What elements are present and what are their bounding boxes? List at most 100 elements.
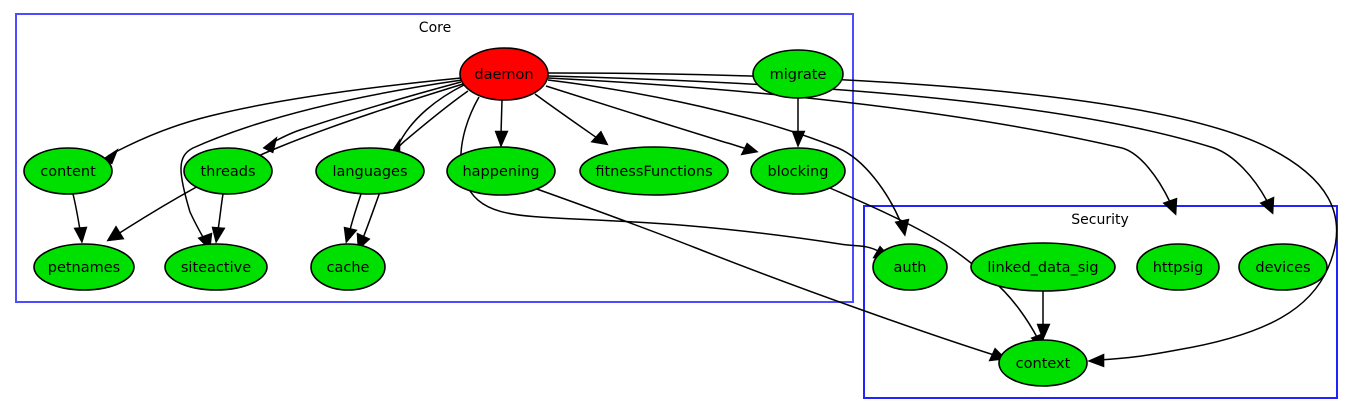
graph-node-devices[interactable]: devices — [1238, 243, 1328, 291]
node-label-cache: cache — [327, 260, 370, 276]
edge-arrowhead — [791, 130, 806, 148]
node-shape-happening[interactable] — [446, 146, 556, 196]
node-label-httpsig: httpsig — [1153, 260, 1204, 276]
edge-line — [547, 77, 1171, 203]
node-shape-blocking[interactable] — [750, 147, 846, 195]
graph-node-languages[interactable]: languages — [315, 147, 425, 195]
graph-node-context[interactable]: context — [998, 339, 1088, 387]
edge-arrowhead — [740, 142, 759, 156]
edge-arrowhead — [106, 225, 125, 242]
nodes-layer: daemon migrate content threads languages happ… — [23, 47, 1328, 387]
node-label-languages: languages — [332, 164, 407, 180]
edge-line — [267, 81, 462, 146]
cluster-box-core — [15, 13, 854, 303]
edge-line — [349, 193, 362, 231]
node-label-petnames: petnames — [48, 260, 121, 276]
edge-line — [117, 83, 464, 235]
edge-arrowhead — [1259, 196, 1275, 215]
edges-layer — [72, 72, 1338, 368]
edge-daemon-to-content — [102, 77, 462, 165]
edge-arrowhead — [211, 226, 226, 244]
node-shape-content[interactable] — [23, 147, 113, 195]
node-label-migrate: migrate — [770, 67, 827, 83]
graph-node-httpsig[interactable]: httpsig — [1136, 243, 1220, 291]
graph-node-threads[interactable]: threads — [183, 147, 273, 195]
node-label-content: content — [40, 164, 96, 180]
node-shape-migrate[interactable] — [752, 49, 844, 99]
graph-node-cache[interactable]: cache — [310, 243, 386, 291]
edge-linked_data_sig-to-context — [1036, 291, 1051, 341]
node-label-devices: devices — [1255, 260, 1310, 276]
graph-node-happening[interactable]: happening — [446, 146, 556, 196]
edge-daemon-to-languages — [389, 90, 469, 157]
node-shape-daemon[interactable] — [459, 47, 549, 101]
edge-line — [362, 84, 465, 239]
edge-daemon-to-devices — [547, 75, 1275, 215]
edge-daemon-to-context — [547, 72, 1338, 368]
edge-line — [533, 187, 995, 356]
node-shape-threads[interactable] — [183, 147, 273, 195]
edge-line — [534, 93, 598, 139]
cluster-label-core: Core — [419, 20, 451, 36]
node-shape-siteactive[interactable] — [164, 243, 268, 291]
node-shape-fitnessFunctions[interactable] — [579, 146, 729, 196]
node-shape-languages[interactable] — [315, 147, 425, 195]
node-shape-linked_data_sig[interactable] — [970, 242, 1116, 292]
node-label-daemon: daemon — [474, 67, 533, 83]
edge-line — [107, 77, 462, 157]
node-label-linked_data_sig: linked_data_sig — [987, 260, 1098, 276]
node-label-auth: auth — [894, 260, 927, 276]
edge-line — [547, 72, 1338, 361]
edge-line — [547, 79, 902, 224]
edge-arrowhead — [494, 130, 509, 148]
node-label-context: context — [1016, 356, 1071, 372]
edge-arrowhead — [590, 130, 609, 146]
node-label-happening: happening — [462, 164, 539, 180]
graph-node-siteactive[interactable]: siteactive — [164, 243, 268, 291]
graph-node-fitnessFunctions[interactable]: fitnessFunctions — [579, 146, 729, 196]
node-label-blocking: blocking — [768, 164, 829, 180]
edge-content-to-petnames — [72, 193, 88, 244]
edge-line — [217, 193, 224, 231]
edge-arrowhead — [73, 226, 88, 244]
edge-line — [394, 90, 469, 151]
node-shape-auth[interactable] — [872, 243, 948, 291]
node-label-siteactive: siteactive — [181, 260, 251, 276]
edge-line — [545, 85, 748, 150]
node-shape-cache[interactable] — [310, 243, 386, 291]
edge-line — [180, 79, 463, 240]
graph-node-linked_data_sig[interactable]: linked_data_sig — [970, 242, 1116, 292]
cluster-label-security: Security — [1071, 212, 1129, 228]
node-label-threads: threads — [200, 164, 255, 180]
edge-threads-to-siteactive — [211, 193, 226, 244]
graph-node-petnames[interactable]: petnames — [33, 243, 135, 291]
graph-node-content[interactable]: content — [23, 147, 113, 195]
edge-arrowhead — [343, 226, 358, 244]
node-shape-petnames[interactable] — [33, 243, 135, 291]
edge-line — [829, 187, 1039, 340]
edge-daemon-to-fitnessFunctions — [534, 93, 609, 146]
edge-daemon-to-happening — [494, 99, 509, 148]
edge-languages-to-cache — [343, 193, 362, 244]
edge-line — [72, 193, 81, 231]
node-label-fitnessFunctions: fitnessFunctions — [595, 164, 712, 180]
edge-arrowhead — [1162, 197, 1178, 216]
graph-node-auth[interactable]: auth — [872, 243, 948, 291]
node-shape-context[interactable] — [998, 339, 1088, 387]
edge-arrowhead — [1087, 353, 1105, 368]
edge-daemon-to-httpsig — [547, 77, 1178, 216]
graph-node-migrate[interactable]: migrate — [752, 49, 844, 99]
edge-line — [460, 96, 881, 253]
node-shape-devices[interactable] — [1238, 243, 1328, 291]
edge-daemon-to-petnames — [106, 83, 464, 242]
edge-line — [500, 99, 503, 135]
edge-line — [547, 75, 1268, 202]
node-shape-httpsig[interactable] — [1136, 243, 1220, 291]
graph-node-daemon[interactable]: daemon — [459, 47, 549, 101]
graph-node-blocking[interactable]: blocking — [750, 147, 846, 195]
edge-migrate-to-blocking — [791, 98, 806, 148]
edge-arrowhead — [1036, 323, 1051, 341]
